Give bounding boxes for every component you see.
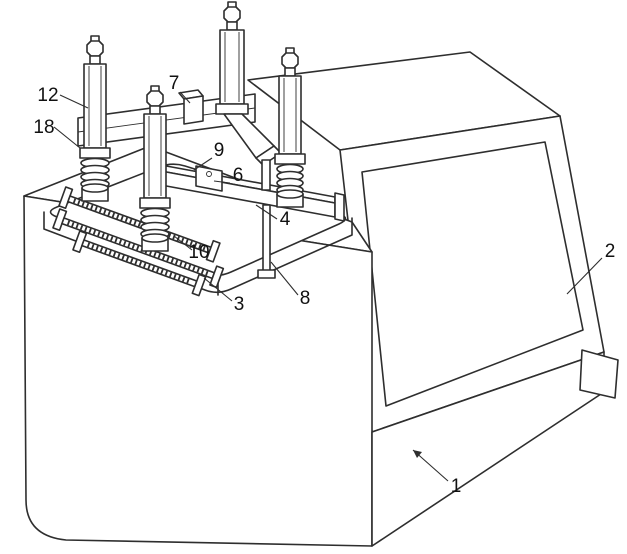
cylinder-shading <box>148 116 162 196</box>
ref-number: 3 <box>234 294 245 315</box>
table-edge <box>43 211 353 296</box>
screw-thread <box>72 198 207 251</box>
ref-number: 2 <box>605 241 616 262</box>
leader-line <box>53 126 81 149</box>
cylinder-shading <box>283 78 297 152</box>
reference-labels: 12 18 7 9 6 4 10 3 <box>33 73 615 497</box>
leader-line <box>193 157 213 171</box>
label-10: 10 <box>173 235 210 263</box>
sensor-block-front <box>183 95 204 125</box>
table-top <box>49 163 347 277</box>
ref-number: 1 <box>451 476 462 497</box>
screw-bracket-right <box>205 239 221 263</box>
neck <box>149 105 161 115</box>
screw-bracket-right <box>191 273 207 297</box>
ref-number: 10 <box>188 242 209 263</box>
ref-number: 12 <box>37 85 58 106</box>
ref-number: 7 <box>169 73 180 94</box>
leader-line <box>270 261 299 296</box>
cylinder-shading <box>224 32 240 102</box>
neck <box>89 55 101 65</box>
machine-housing <box>23 145 619 547</box>
neck <box>284 67 296 77</box>
housing-front-face <box>23 195 373 547</box>
work-table <box>43 163 353 296</box>
collar <box>274 153 306 165</box>
press-connector <box>261 159 271 191</box>
ref-number: 8 <box>300 288 311 309</box>
display-screen <box>361 141 584 407</box>
bolt-hex <box>86 40 104 57</box>
label-9: 9 <box>193 140 225 171</box>
lead-screw-upper <box>58 186 221 263</box>
ref-number: 18 <box>33 117 54 138</box>
collar <box>139 197 171 209</box>
base-top <box>141 233 169 243</box>
housing-foot <box>579 349 619 399</box>
base-top <box>276 189 304 199</box>
leader-line <box>59 94 89 109</box>
cylinder-body <box>83 63 107 149</box>
screw-thread <box>66 220 210 276</box>
label-18: 18 <box>33 117 81 149</box>
bolt-hex <box>146 90 164 107</box>
collar <box>79 147 111 159</box>
leader-line <box>255 204 278 220</box>
clamp-unit-right <box>274 47 306 208</box>
ref-number: 4 <box>280 209 291 230</box>
slider-carriage <box>195 165 223 192</box>
label-2: 2 <box>566 241 616 295</box>
collar <box>215 103 249 115</box>
cylinder-body <box>278 75 302 155</box>
leader-line <box>566 257 603 295</box>
label-6: 6 <box>213 165 244 186</box>
label-3: 3 <box>203 277 245 315</box>
support-rod-foot <box>257 269 276 279</box>
beam-end-cap <box>334 192 345 222</box>
label-7: 7 <box>169 73 191 104</box>
label-4: 4 <box>255 204 291 230</box>
cylinder-body <box>219 29 245 105</box>
neck <box>226 21 238 31</box>
support-rod-shaft <box>262 204 271 273</box>
lead-screw-lower <box>72 230 207 297</box>
lead-screw-middle <box>52 208 225 289</box>
cylinder-body <box>143 113 167 199</box>
leader-arrowhead <box>413 450 422 458</box>
bolt-hex <box>281 52 299 69</box>
leader-line <box>203 277 233 302</box>
clamp-unit-left <box>79 35 111 202</box>
ref-number: 6 <box>233 165 244 186</box>
leader-line <box>173 235 193 251</box>
leader-line <box>179 91 191 104</box>
support-rod <box>257 204 276 279</box>
label-1: 1 <box>412 449 462 497</box>
clamp-unit-front-left <box>139 85 171 252</box>
cylinder-shading <box>88 66 102 146</box>
leader-line <box>213 180 231 184</box>
label-12: 12 <box>37 85 89 109</box>
label-8: 8 <box>270 261 311 309</box>
carriage-bolt <box>206 171 212 177</box>
ref-number: 9 <box>214 140 225 161</box>
bolt-hex <box>223 6 241 23</box>
base-top <box>81 183 109 193</box>
